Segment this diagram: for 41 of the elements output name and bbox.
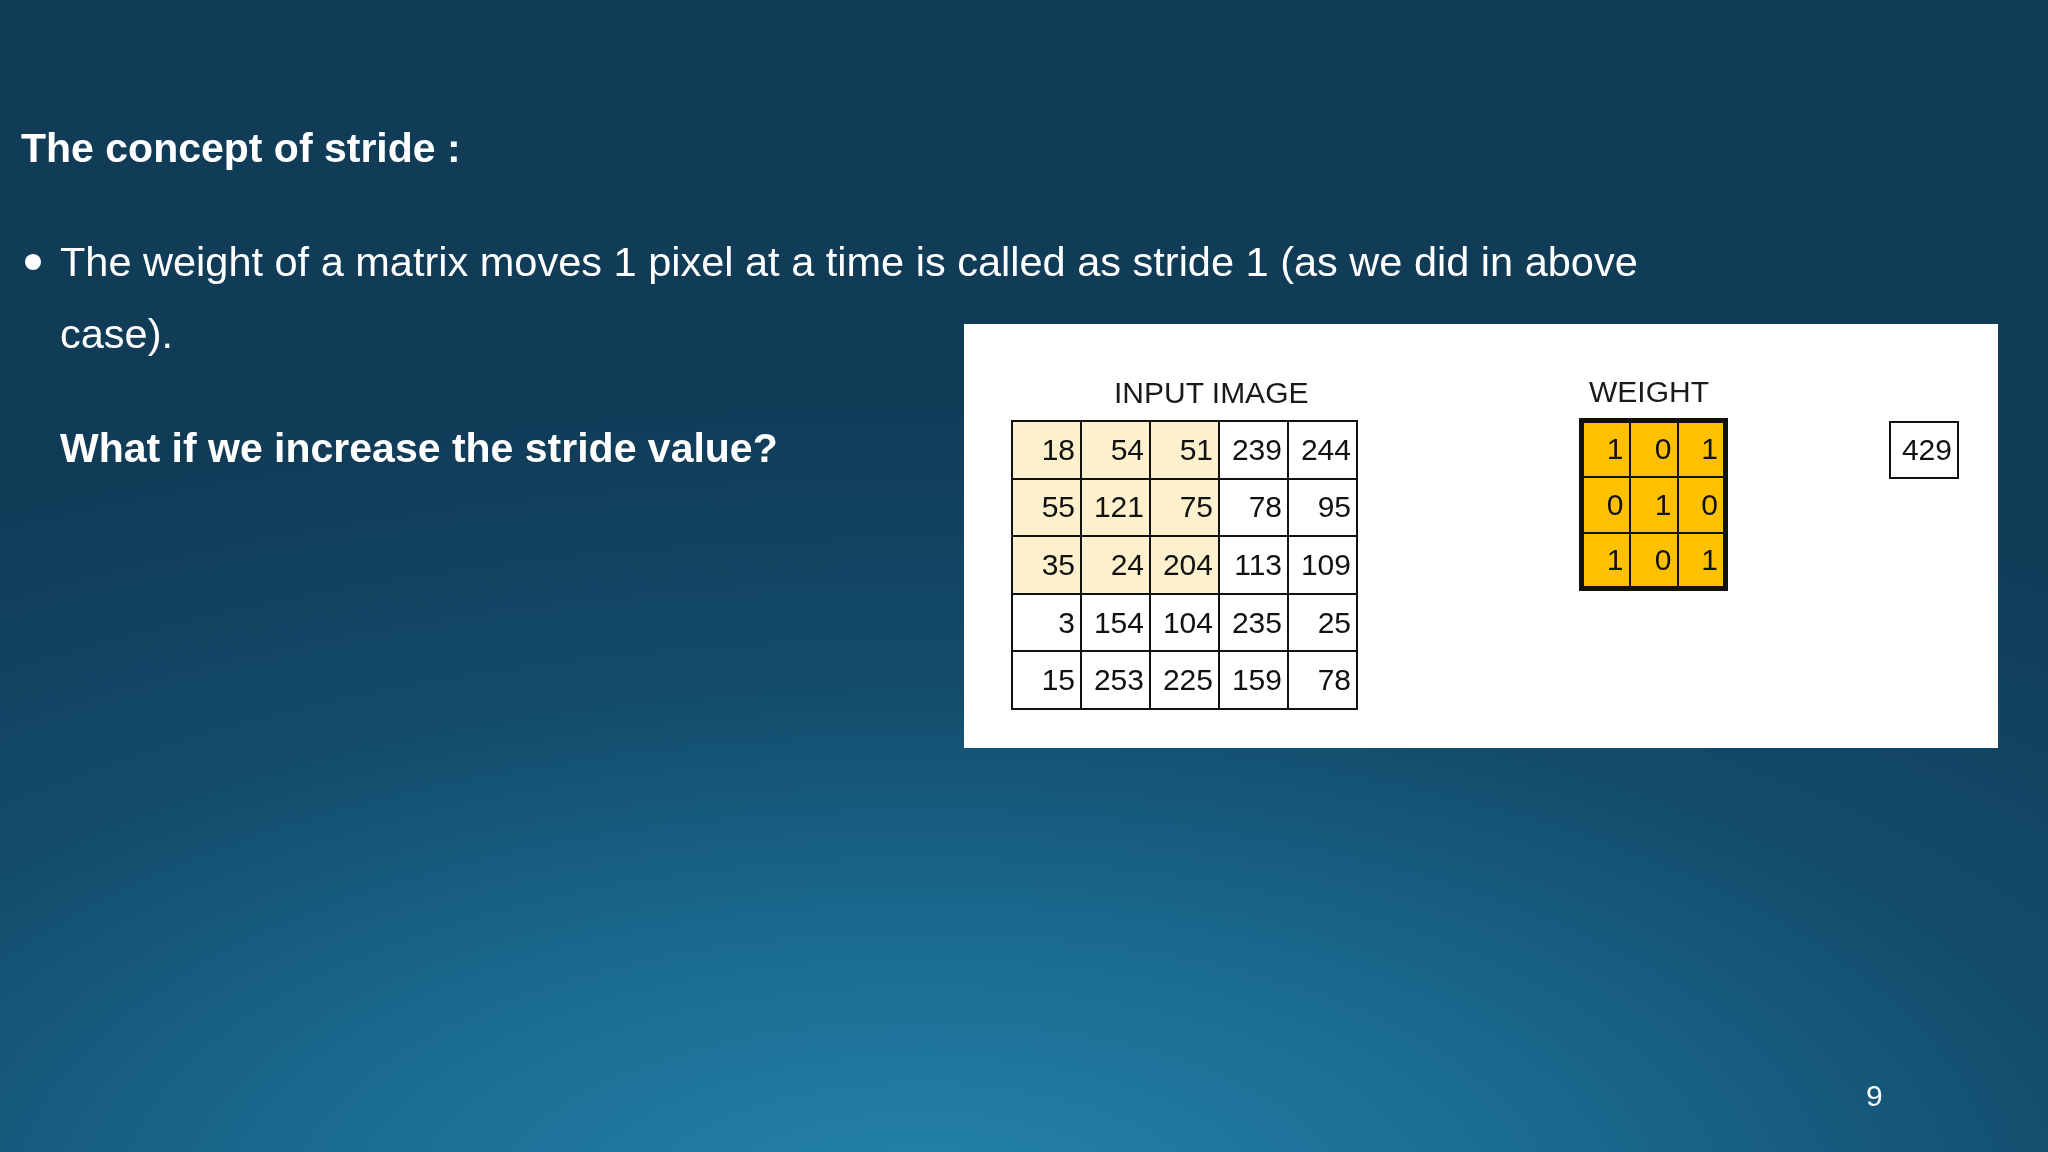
matrix-cell: 204 [1150, 536, 1219, 594]
matrix-cell: 113 [1219, 536, 1288, 594]
matrix-cell: 78 [1219, 478, 1288, 537]
matrix-cell: 51 [1150, 421, 1219, 479]
weight-cell: 0 [1581, 476, 1630, 533]
matrix-cell: 24 [1081, 536, 1150, 594]
page-number: 9 [1866, 1078, 1883, 1114]
weight-cell: 1 [1677, 420, 1726, 477]
output-cell: 429 [1889, 421, 1959, 479]
matrix-heading: WEIGHT [1589, 374, 1709, 410]
matrix-cell: 159 [1219, 651, 1288, 709]
matrix-cell: 18 [1012, 421, 1081, 479]
matrix-cell: 78 [1288, 651, 1357, 709]
matrix-cell: 239 [1219, 421, 1288, 479]
weight-cell: 0 [1677, 476, 1726, 533]
matrix-cell: 3 [1012, 593, 1081, 652]
matrix-cell: 253 [1081, 651, 1150, 709]
bullet-text: The weight of a matrix moves 1 pixel at a time is called as stride 1 (as we did in above case). [60, 237, 1639, 359]
matrix-heading: INPUT IMAGE [1114, 375, 1309, 411]
matrix-cell: 225 [1150, 651, 1219, 709]
matrix-cell: 35 [1012, 536, 1081, 594]
weight-cell: 1 [1677, 532, 1726, 589]
matrix-cell: 95 [1288, 478, 1357, 537]
slide-title: The concept of stride : [21, 124, 461, 173]
matrix-cell: 55 [1012, 478, 1081, 537]
matrix-cell: 25 [1288, 593, 1357, 652]
matrix-cell: 154 [1081, 593, 1150, 652]
weight-cell: 1 [1629, 476, 1678, 533]
weight-cell: 0 [1629, 420, 1678, 477]
weight-cell: 0 [1629, 532, 1678, 589]
matrix-cell: 235 [1219, 593, 1288, 652]
matrix-cell: 109 [1288, 536, 1357, 594]
matrix-cell: 244 [1288, 421, 1357, 479]
matrix-cell: 104 [1150, 593, 1219, 652]
matrix-cell: 75 [1150, 478, 1219, 537]
matrix-cell: 15 [1012, 651, 1081, 709]
matrix-cell: 121 [1081, 478, 1150, 537]
weight-cell: 1 [1581, 532, 1630, 589]
weight-cell: 1 [1581, 420, 1630, 477]
matrix-cell: 54 [1081, 421, 1150, 479]
question-text: What if we increase the stride value? [60, 424, 778, 473]
